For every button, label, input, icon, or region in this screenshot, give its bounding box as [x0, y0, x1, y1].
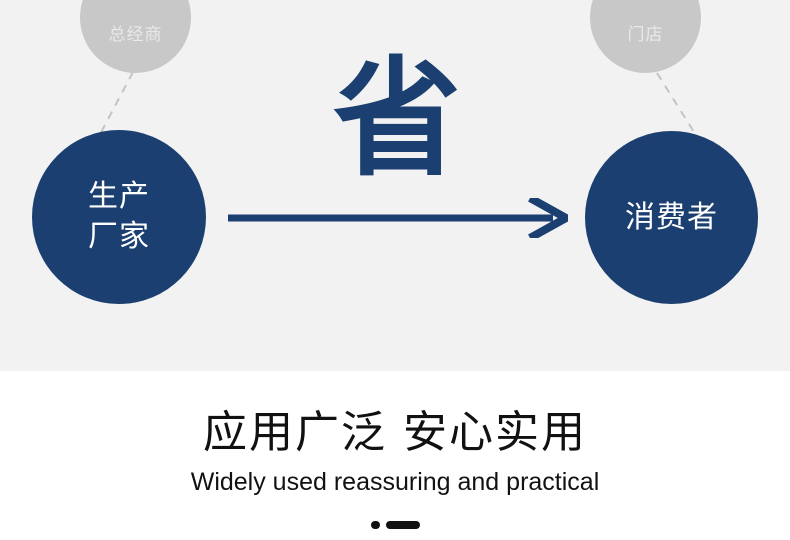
node-distributor-label: 总经商 — [108, 24, 163, 44]
node-consumer[interactable]: 消费者 — [585, 131, 758, 304]
hero-character: 省 — [332, 45, 461, 194]
caption-english: Widely used reassuring and practical — [190, 468, 600, 496]
dashed-line-store — [656, 72, 700, 141]
rule-bar — [385, 521, 420, 529]
caption-chinese: 应用广泛 安心实用 — [203, 407, 587, 458]
rule-dot — [370, 521, 380, 529]
decorative-rule — [0, 519, 790, 531]
flow-arrow-icon — [228, 198, 568, 238]
node-distributor[interactable]: 总经商 — [80, 0, 191, 73]
node-store[interactable]: 门店 — [590, 0, 701, 73]
node-consumer-label: 消费者 — [625, 200, 718, 234]
node-store-label: 门店 — [627, 24, 664, 44]
node-manufacturer[interactable]: 生产 厂家 — [32, 130, 206, 304]
node-manufacturer-label: 生产 厂家 — [88, 180, 150, 253]
caption-section: 应用广泛 安心实用 Widely used reassuring and pra… — [0, 371, 790, 540]
supply-chain-diagram: 总经商 门店 生产 厂家 消费者 省 — [0, 0, 790, 371]
